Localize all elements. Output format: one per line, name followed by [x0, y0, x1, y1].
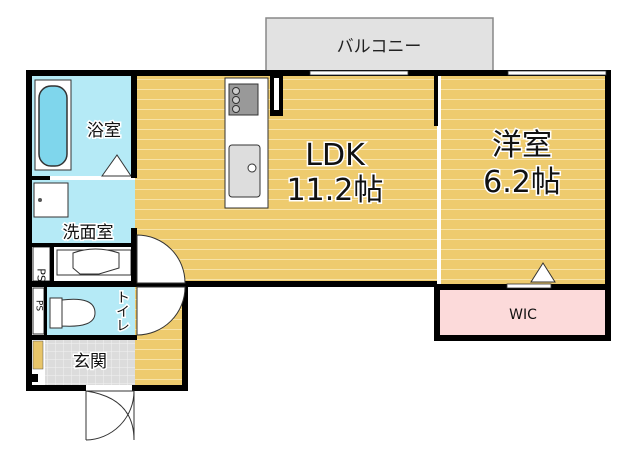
balcony: [265, 17, 494, 73]
entrance-door-swing: [85, 390, 135, 441]
balcony-label: バルコニー: [337, 37, 422, 57]
ldk-floor: [135, 76, 437, 284]
wic-label: WIC: [509, 307, 537, 323]
wic-floor: [440, 290, 608, 338]
door-arrow-icon: [101, 154, 132, 177]
bath-label: 浴室: [87, 121, 121, 141]
toilet-icon: [49, 297, 96, 329]
kitchen-sink-icon: [228, 144, 261, 198]
ps-label: PS: [35, 268, 48, 282]
ldk-label: LDK: [305, 138, 366, 173]
washroom-label: 洗面室: [63, 223, 114, 243]
western-room-size-label: 6.2帖: [483, 165, 561, 200]
shoe-rack: [32, 340, 44, 370]
western-room-label: 洋室: [492, 128, 552, 163]
entrance-label: 玄関: [73, 352, 107, 372]
ps-label: PS: [34, 300, 44, 311]
western-floor: [441, 76, 608, 287]
entrance-floor: [45, 340, 135, 385]
ldk-size-label: 11.2帖: [287, 173, 384, 208]
windows: [309, 70, 607, 289]
hall-door-swing: [136, 234, 186, 336]
bathtub-basin: [38, 85, 68, 167]
washing-machine-icon: [33, 182, 69, 218]
door-arrow-icon: [530, 262, 556, 283]
toilet-label: トイレ: [114, 290, 130, 332]
